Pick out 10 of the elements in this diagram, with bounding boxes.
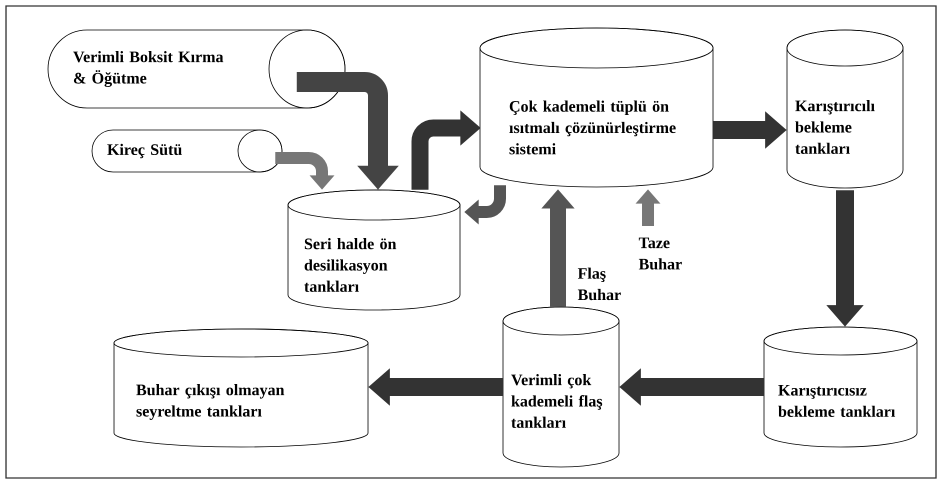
storage-tank: Karıştırıcılı bekleme tankları (786, 30, 904, 188)
horizontal-tank: Kireç Sütü (92, 130, 282, 172)
horizontal-tank: Verimli Boksit Kırma & Öğütme (48, 30, 346, 108)
storage-tank: Seri halde ön desilikasyon tankları (288, 190, 460, 310)
storage-tank: Buhar çıkışı olmayan seyreltme tankları (114, 328, 368, 448)
storage-tank: Karıştırıcısız bekleme tankları (764, 326, 918, 448)
edge-label: Flaş Buhar (578, 268, 621, 300)
storage-tank: Çok kademeli tüplü ön ısıtmalı çözünürleştirme sistemi (480, 28, 714, 188)
edge-label: Taze Buhar (638, 238, 682, 270)
storage-tank: Verimli çok kademeli flaş tankları (502, 306, 620, 468)
